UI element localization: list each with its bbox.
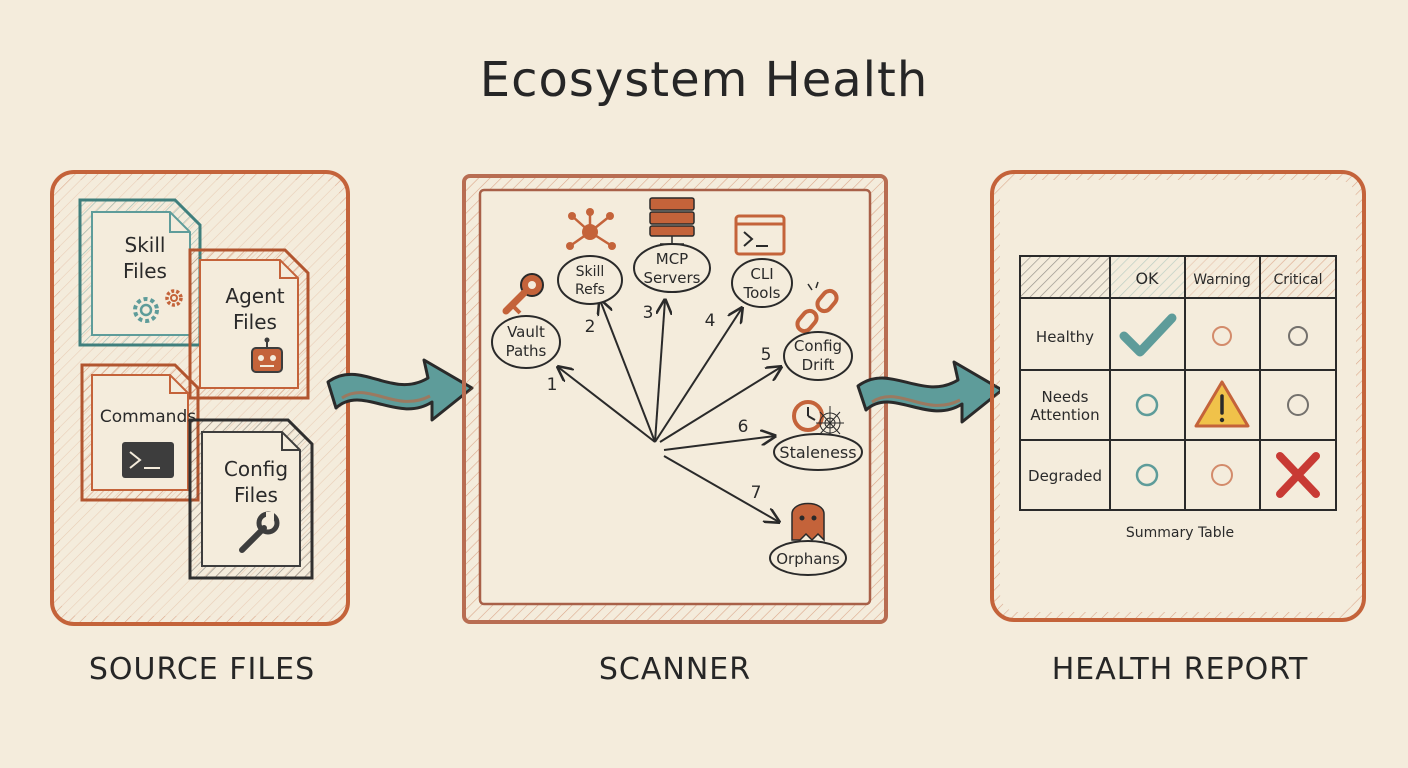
scanner-arrows [558, 300, 781, 522]
check-label: CLI [750, 265, 773, 283]
row-label-needs-attention: Attention [1030, 406, 1099, 424]
empty-circle-icon [1135, 393, 1159, 417]
config-files-label-2: Files [234, 483, 278, 507]
column-header-ok: OK [1135, 269, 1159, 288]
section-label-source: SOURCE FILES [88, 652, 316, 687]
network-icon [566, 208, 616, 250]
empty-circle-icon [1287, 394, 1309, 416]
check-number: 1 [547, 375, 558, 395]
check-label: Skill [576, 264, 605, 280]
empty-circle-icon [1135, 463, 1159, 487]
skill-files-label-2: Files [123, 259, 167, 283]
check-mcp-servers: MCP Servers 3 [633, 197, 711, 323]
flow-arrow-2 [856, 360, 1004, 424]
check-config-drift: Config Drift 5 [761, 281, 853, 381]
check-label: Servers [643, 269, 700, 287]
check-label: Orphans [776, 550, 840, 568]
skill-files-doc: Skill Files [78, 198, 202, 347]
check-label: Refs [575, 282, 605, 298]
row-label-degraded: Degraded [1028, 467, 1102, 485]
commands-doc: Commands [80, 363, 200, 502]
flow-arrow-1 [326, 358, 474, 422]
config-files-label-1: Config [224, 457, 288, 481]
check-label: MCP [656, 250, 688, 268]
commands-label: Commands [100, 407, 196, 427]
empty-circle-icon [1211, 464, 1233, 486]
check-mark-icon [1119, 313, 1177, 357]
check-number: 4 [705, 311, 716, 331]
server-icon [649, 197, 695, 245]
terminal-icon [734, 214, 786, 256]
check-label: Tools [743, 284, 781, 302]
check-orphans: Orphans 7 [751, 483, 847, 576]
key-icon [502, 273, 544, 315]
check-number: 3 [643, 303, 654, 323]
robot-icon [251, 337, 283, 373]
summary-table: OK Warning Critical Healthy Needs Attent… [1019, 255, 1337, 541]
row-label-healthy: Healthy [1036, 328, 1094, 346]
terminal-icon [122, 442, 174, 478]
clock-cobweb-icon [792, 400, 844, 440]
agent-files-doc: Agent Files [188, 248, 310, 400]
column-header-warning: Warning [1193, 272, 1251, 288]
column-header-critical: Critical [1274, 272, 1323, 288]
warning-triangle-icon [1194, 380, 1250, 428]
source-files-panel: Skill Files Agent Files [50, 170, 350, 626]
cross-mark-icon [1276, 452, 1320, 498]
check-label: Vault [507, 323, 545, 341]
empty-circle-icon [1288, 326, 1308, 346]
check-label: Config [794, 337, 842, 355]
skill-files-label-1: Skill [125, 233, 166, 257]
check-number: 7 [751, 483, 762, 503]
check-vault-paths: Vault Paths 1 [491, 273, 561, 395]
section-label-scanner: SCANNER [598, 652, 752, 687]
check-label: Paths [506, 342, 547, 360]
check-number: 6 [738, 417, 749, 437]
check-staleness: Staleness 6 [738, 400, 863, 471]
check-skill-refs: Skill Refs 2 [557, 208, 623, 337]
gears-icon [133, 289, 183, 323]
check-number: 2 [585, 317, 596, 337]
page-title: Ecosystem Health [479, 52, 929, 108]
check-cli-tools: CLI Tools 4 [705, 214, 793, 331]
check-number: 5 [761, 345, 772, 365]
ghost-icon [791, 502, 825, 542]
wrench-icon [239, 511, 280, 553]
section-label-report: HEALTH REPORT [1051, 652, 1309, 687]
empty-circle-icon [1212, 326, 1232, 346]
check-label: Staleness [779, 443, 856, 462]
agent-files-label-2: Files [233, 310, 277, 334]
row-label-needs-attention: Needs [1041, 388, 1088, 406]
agent-files-label-1: Agent [225, 284, 284, 308]
broken-link-icon [795, 281, 839, 334]
config-files-doc: Config Files [188, 418, 314, 580]
check-label: Drift [802, 356, 835, 374]
table-caption: Summary Table [1126, 525, 1234, 541]
